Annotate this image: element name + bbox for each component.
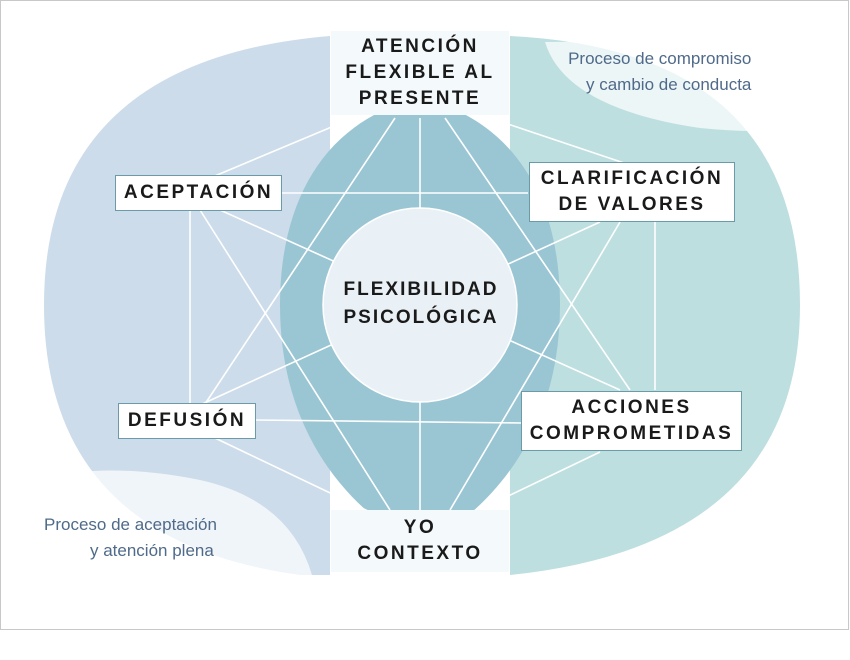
node-yo-contexto: YO CONTEXTO (331, 510, 509, 572)
top-right-white-corner (545, 40, 800, 131)
acceptance-zone (44, 36, 330, 575)
node-clarificacion-line-2: DE VALORES (558, 194, 706, 215)
line-top-right (474, 112, 631, 166)
node-aceptacion-line-1: ACEPTACIÓN (123, 182, 274, 203)
node-aceptacion: ACEPTACIÓN (115, 175, 282, 211)
caption-aceptacion-line-1: Proceso de aceptación (44, 515, 217, 534)
line-defusion-acciones (255, 419, 522, 424)
caption-compromiso-line-2: y cambio de conducta (586, 75, 752, 94)
bottom-left-white-corner (44, 470, 312, 575)
node-atencion-flexible: ATENCIÓN FLEXIBLE AL PRESENTE (331, 31, 509, 115)
node-yo-line-1: YO (403, 517, 437, 538)
node-clarificacion-valores: CLARIFICACIÓN DE VALORES (529, 162, 735, 222)
line-bottom-right (474, 451, 601, 513)
node-atencion-line-2: FLEXIBLE AL (345, 62, 495, 83)
node-defusion: DEFUSIÓN (118, 403, 256, 439)
center-label-line-1: FLEXIBILIDAD (343, 279, 499, 300)
center-circle (322, 207, 518, 403)
node-acciones-line-1: ACCIONES (571, 397, 692, 418)
node-atencion-line-3: PRESENTE (358, 88, 482, 109)
node-atencion-line-1: ATENCIÓN (361, 36, 479, 57)
caption-compromiso-line-1: Proceso de compromiso (568, 49, 752, 68)
center-label: FLEXIBILIDAD PSICOLÓGICA (331, 276, 511, 332)
caption-compromiso: Proceso de compromiso y cambio de conduc… (562, 46, 751, 98)
caption-aceptacion: Proceso de aceptación y atención plena (44, 512, 217, 564)
node-clarificacion-line-1: CLARIFICACIÓN (540, 168, 724, 189)
node-acciones-comprometidas: ACCIONES COMPROMETIDAS (521, 391, 742, 451)
node-defusion-line-1: DEFUSIÓN (127, 410, 247, 431)
node-yo-line-2: CONTEXTO (357, 543, 483, 564)
node-acciones-line-2: COMPROMETIDAS (529, 423, 734, 444)
frame-border (0, 0, 849, 630)
line-bottom-left (214, 437, 371, 513)
caption-aceptacion-line-2: y atención plena (90, 541, 214, 560)
center-label-line-2: PSICOLÓGICA (343, 307, 499, 328)
line-top-left (209, 112, 366, 179)
line-atencion-acciones (444, 117, 631, 391)
line-aceptacion-yo (199, 209, 391, 511)
line-atencion-defusion (204, 117, 396, 405)
line-clarificacion-yo (449, 221, 621, 511)
